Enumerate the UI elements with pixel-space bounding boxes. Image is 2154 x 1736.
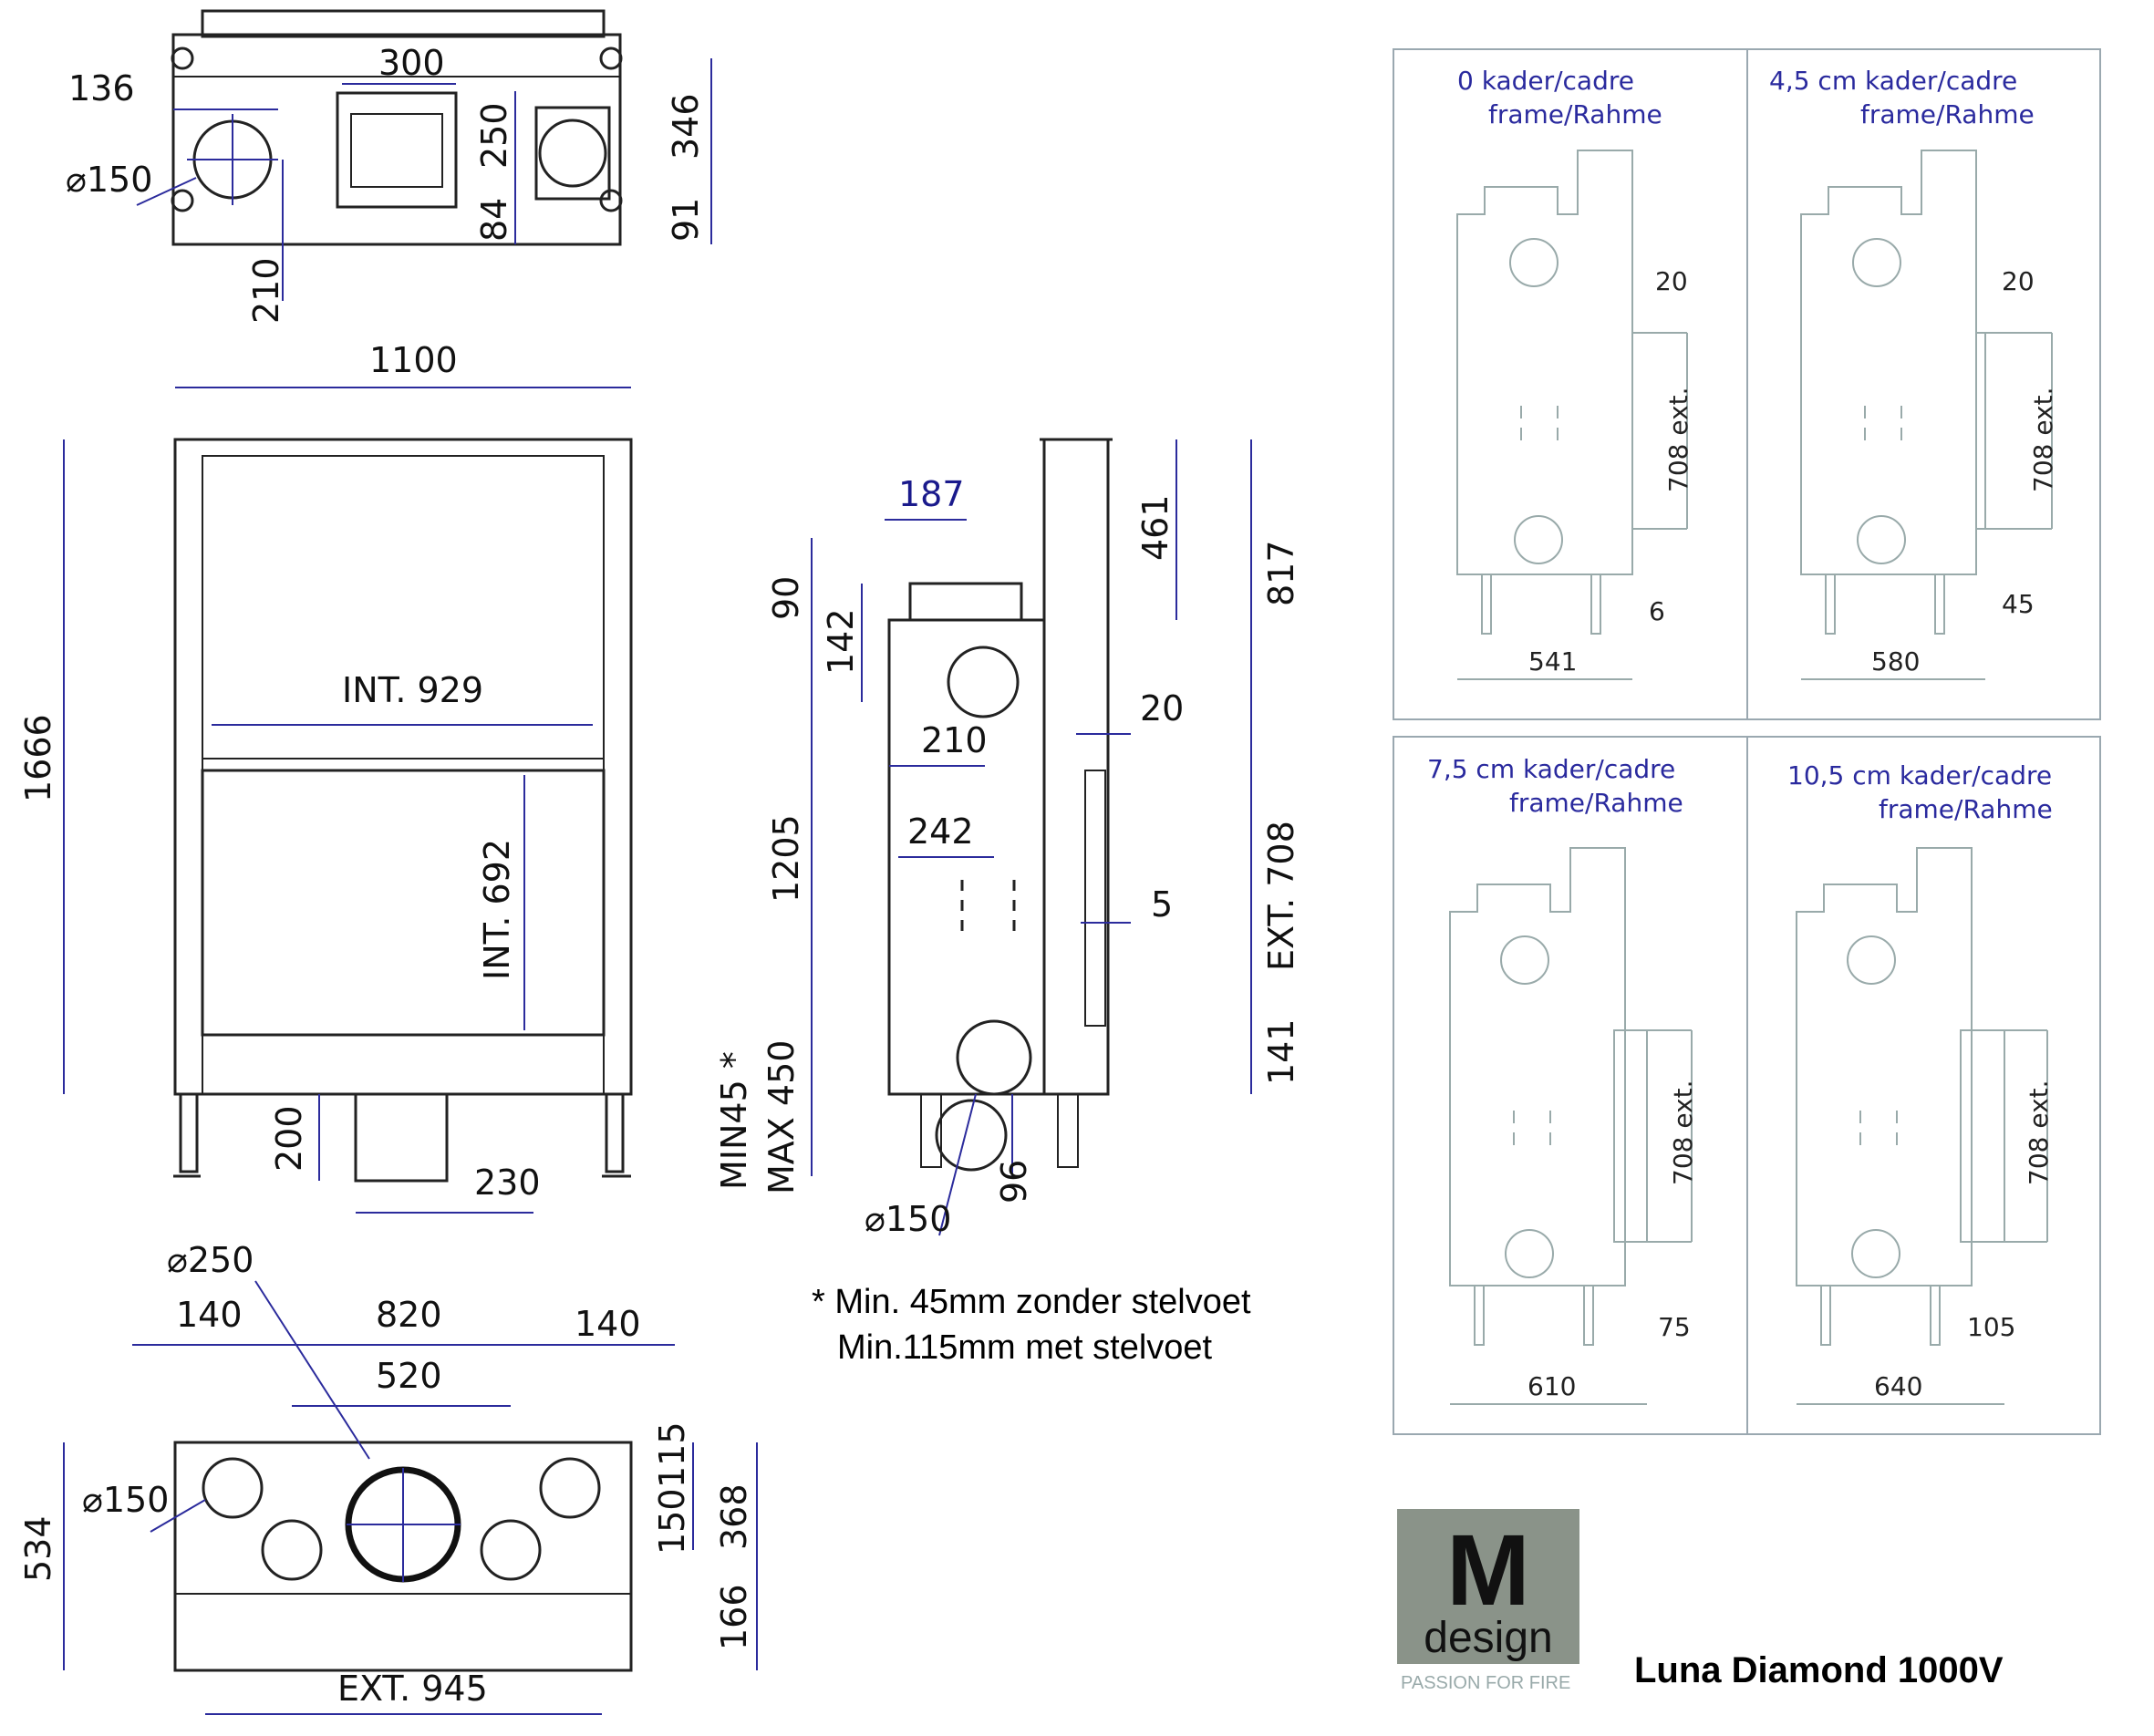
frame-1-width: 580: [1871, 646, 1920, 677]
brand-logo: M design PASSION FOR FIRE: [1397, 1509, 1579, 1693]
dim-ext-945: EXT. 945: [337, 1669, 488, 1709]
frame-3-width: 640: [1874, 1371, 1922, 1401]
dim-96: 96: [994, 1160, 1034, 1204]
frame-3-caption-2: frame/Rahme: [1879, 794, 2053, 824]
dim-1666: 1666: [18, 714, 58, 802]
bottom-view: ⌀250 140 820 140 520 ⌀150 534 115 150 36…: [18, 1240, 758, 1715]
dim-150: 150: [652, 1488, 692, 1555]
dim-166: 166: [714, 1584, 754, 1650]
product-title: Luna Diamond 1000V: [1634, 1650, 2004, 1690]
frame-1-gap: 45: [2002, 589, 2035, 619]
frame-3-ext: 708 ext.: [2024, 1080, 2054, 1185]
frame-2-width: 610: [1527, 1371, 1576, 1401]
frame-1-ext: 708 ext.: [2028, 387, 2058, 492]
dim-int-929: INT. 929: [342, 670, 483, 710]
dim-461: 461: [1135, 494, 1175, 561]
frame-3-caption-1: 10,5 cm kader/cadre: [1787, 760, 2052, 790]
dim-ext-708: EXT. 708: [1261, 821, 1301, 971]
dim-dia150-side: ⌀150: [865, 1199, 951, 1239]
frame-2-caption-1: 7,5 cm kader/cadre: [1427, 754, 1675, 784]
logo-box: [1397, 1509, 1579, 1664]
note-line-1: * Min. 45mm zonder stelvoet: [812, 1283, 1251, 1321]
frame-2-gap: 75: [1658, 1312, 1691, 1342]
dim-dia150-bottom: ⌀150: [82, 1480, 169, 1520]
frame-0-caption-1: 0 kader/cadre: [1457, 66, 1634, 96]
frame-panel-2: 7,5 cm kader/cadre frame/Rahme 708 ext. …: [1427, 754, 1698, 1405]
front-view: 1100 1666 INT. 929 INT. 692 200 230: [18, 340, 633, 1214]
frame-0-side: 20: [1655, 266, 1688, 296]
frame-panel-1: 4,5 cm kader/cadre frame/Rahme 20 708 ex…: [1769, 66, 2058, 680]
note-line-2: Min.115mm met stelvoet: [837, 1328, 1213, 1367]
dim-300: 300: [378, 43, 445, 83]
frame-panel-3: 10,5 cm kader/cadre frame/Rahme 708 ext.…: [1787, 760, 2054, 1405]
logo-word: design: [1424, 1614, 1552, 1662]
dim-187: 187: [898, 474, 965, 514]
dim-142: 142: [821, 608, 861, 675]
frame-options: 0 kader/cadre frame/Rahme 20 708 ext. 6 …: [1393, 48, 2101, 1435]
dim-242: 242: [907, 811, 974, 852]
frame-panel-0: 0 kader/cadre frame/Rahme 20 708 ext. 6 …: [1456, 66, 1693, 680]
dim-141: 141: [1261, 1018, 1301, 1085]
logo-letter: M: [1446, 1514, 1530, 1627]
dim-115: 115: [652, 1421, 692, 1488]
dim-dia150-top: ⌀150: [66, 160, 152, 200]
side-view: 187 90 142 210 242 1205 461 817 20 5 EXT…: [714, 438, 1301, 1239]
frame-1-side: 20: [2002, 266, 2035, 296]
dim-136: 136: [68, 68, 135, 108]
dim-200: 200: [269, 1105, 309, 1172]
frame-1-caption-1: 4,5 cm kader/cadre: [1769, 66, 2017, 96]
frame-2-ext: 708 ext.: [1668, 1080, 1698, 1185]
dim-140-right: 140: [575, 1304, 641, 1344]
top-view: 136 300 ⌀150 250 84 346 91 210: [66, 9, 712, 324]
dim-230: 230: [474, 1162, 541, 1203]
air-duct: [336, 91, 458, 209]
dim-1100: 1100: [369, 340, 458, 380]
dim-90: 90: [766, 576, 806, 620]
frame-1-caption-2: frame/Rahme: [1860, 99, 2035, 129]
frame-0-gap: 6: [1649, 596, 1665, 626]
glass-door: [201, 769, 606, 1037]
frame-2-caption-2: frame/Rahme: [1509, 788, 1683, 818]
dim-1205: 1205: [766, 814, 806, 903]
dim-210-side: 210: [921, 720, 988, 760]
dim-84: 84: [474, 198, 514, 242]
frame-0-width: 541: [1528, 646, 1577, 677]
dim-5: 5: [1151, 884, 1173, 925]
dim-520: 520: [376, 1356, 442, 1396]
dim-max450: MAX 450: [761, 1040, 802, 1194]
dim-346: 346: [666, 93, 706, 160]
dim-20-side: 20: [1140, 688, 1184, 728]
logo-tagline: PASSION FOR FIRE: [1401, 1673, 1570, 1693]
dim-91: 91: [666, 198, 706, 242]
dim-int-692: INT. 692: [477, 839, 517, 980]
frame-0-caption-2: frame/Rahme: [1488, 99, 1662, 129]
frame-3-gap: 105: [1967, 1312, 2015, 1342]
dim-250: 250: [474, 102, 514, 169]
dim-210-top: 210: [246, 257, 286, 324]
dim-820: 820: [376, 1295, 442, 1335]
dim-534: 534: [18, 1515, 58, 1582]
dim-min45: MIN45 *: [714, 1051, 754, 1190]
frame-0-ext: 708 ext.: [1663, 387, 1693, 492]
dim-dia250: ⌀250: [167, 1240, 254, 1280]
dim-368: 368: [714, 1483, 754, 1550]
dim-140-left: 140: [176, 1295, 243, 1335]
dim-817: 817: [1261, 540, 1301, 606]
